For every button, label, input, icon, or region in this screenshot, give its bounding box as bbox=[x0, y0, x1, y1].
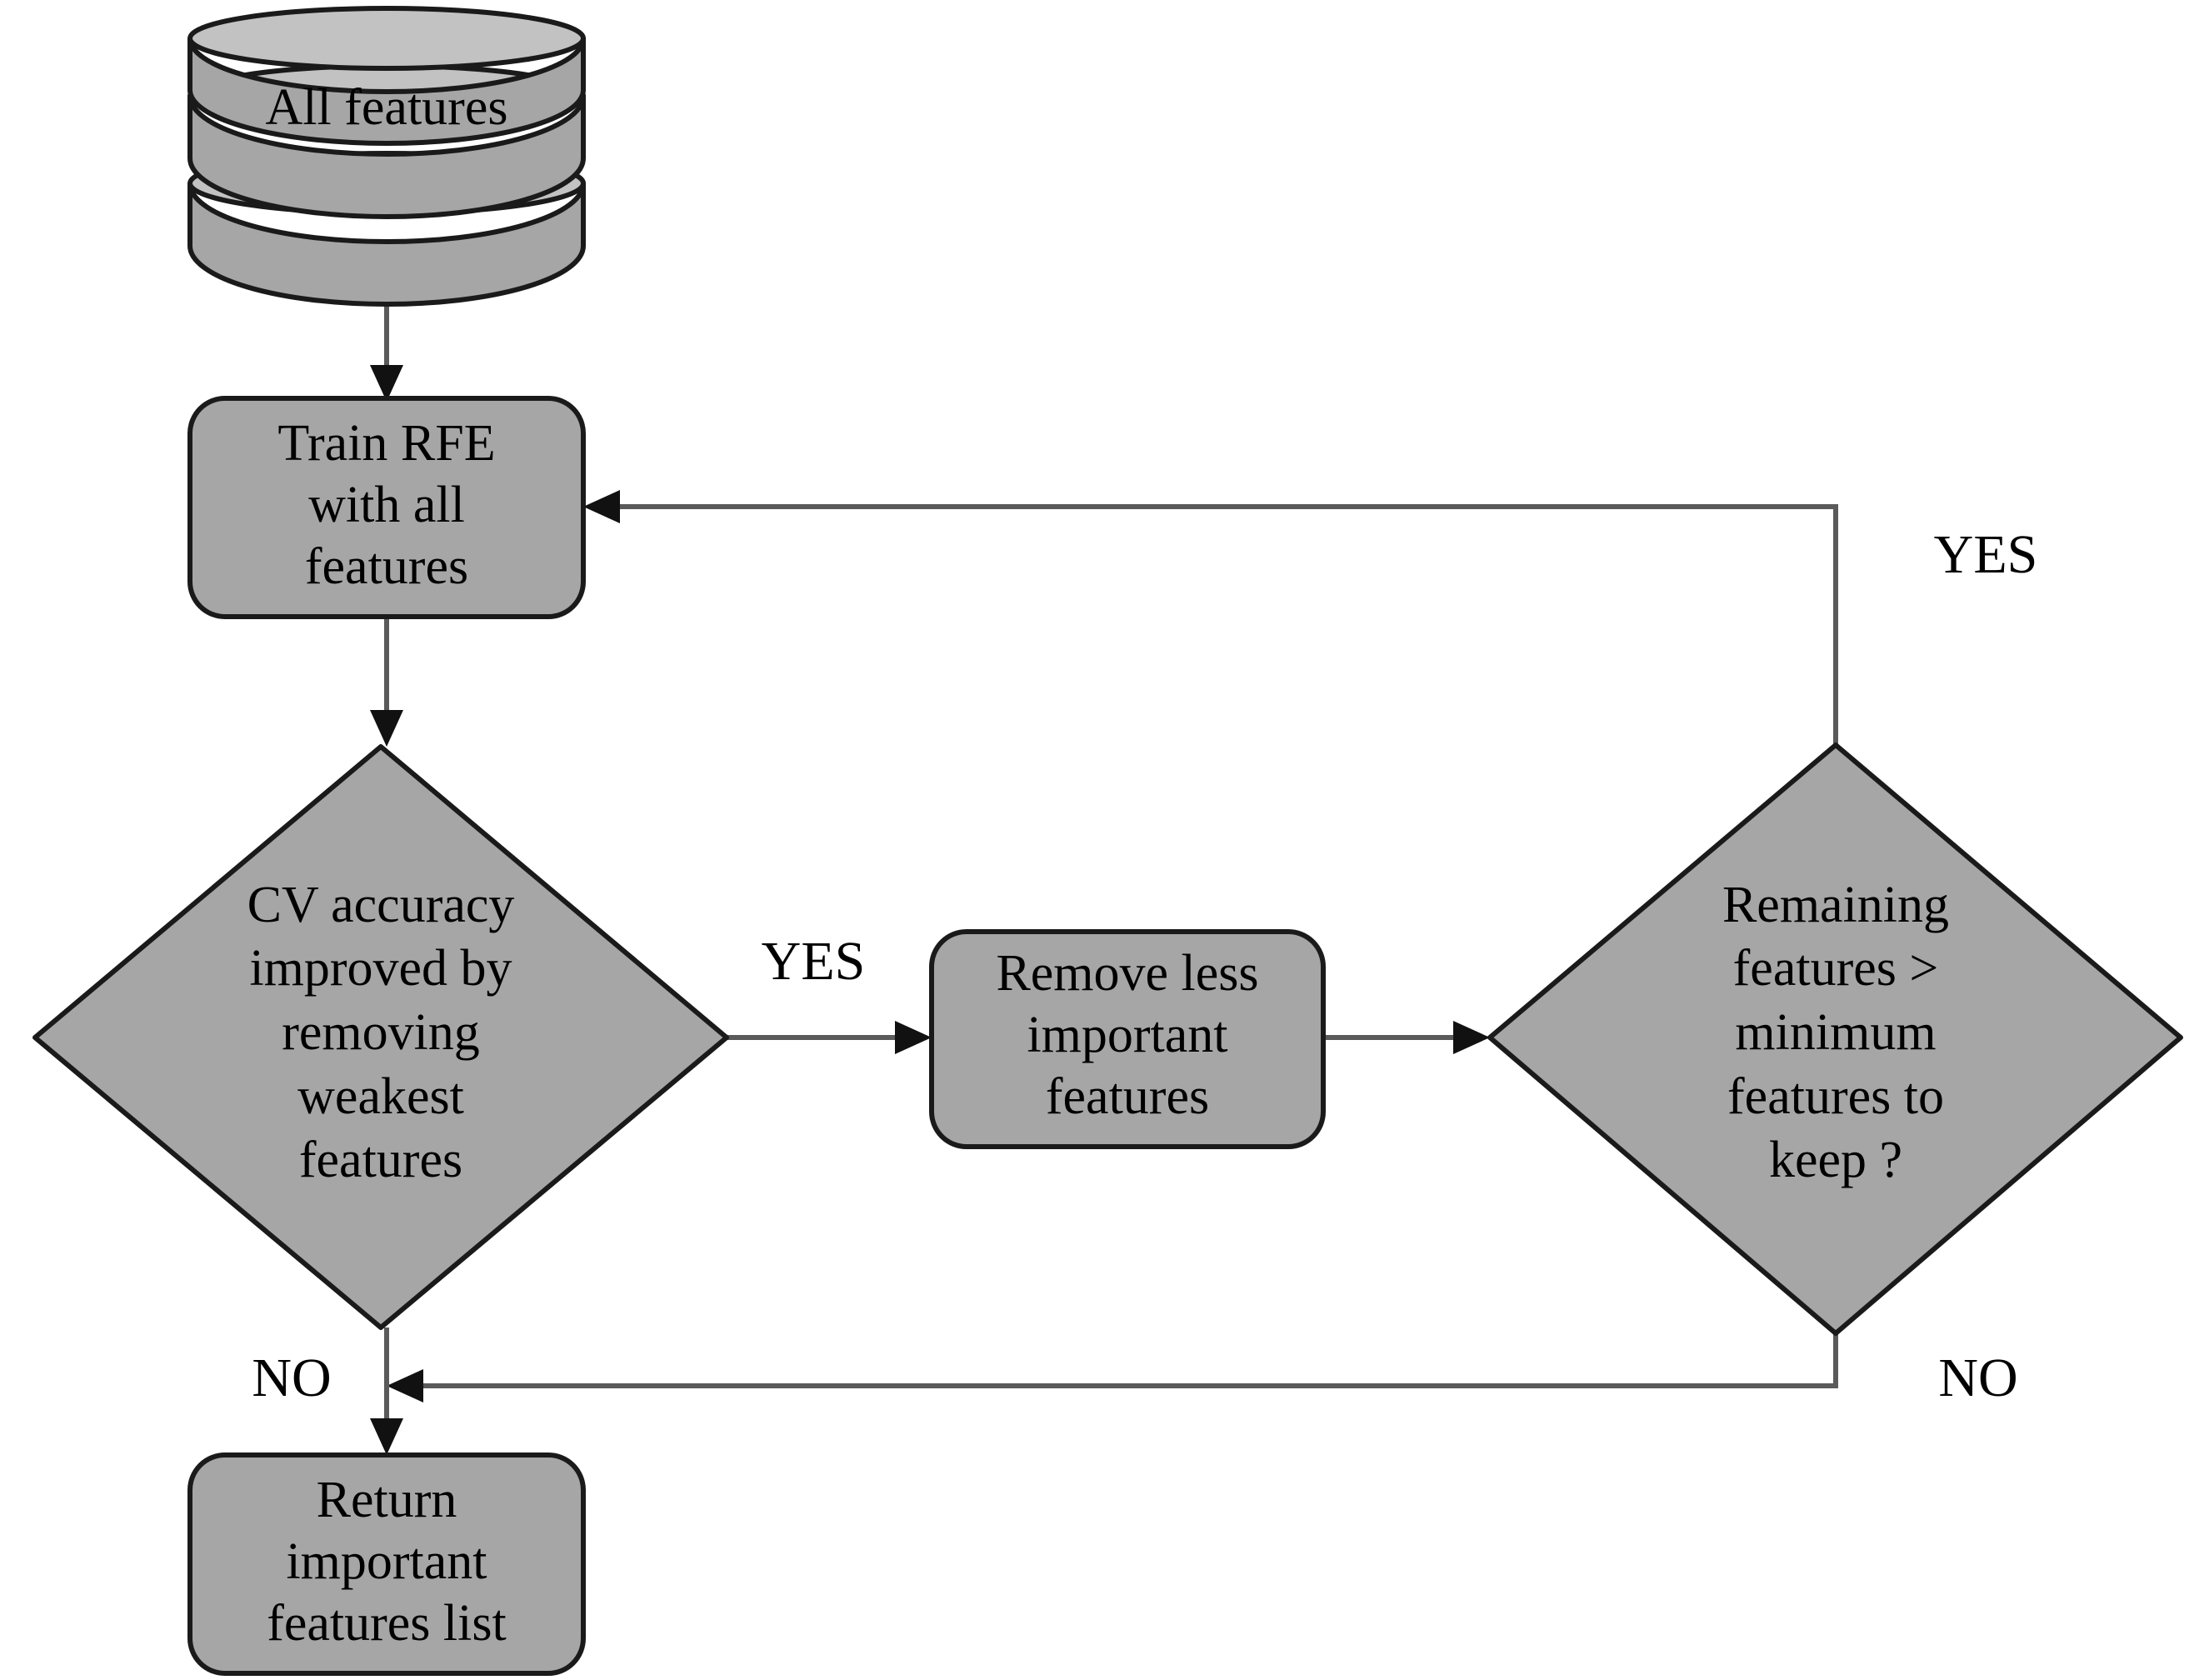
database-disc-middle bbox=[187, 93, 586, 219]
node-remaining-line-2: features > bbox=[1733, 940, 1939, 997]
node-cv-accuracy-line-4: weakest bbox=[297, 1068, 464, 1125]
node-train-rfe-line-1: Train RFE bbox=[277, 415, 495, 472]
edge-line bbox=[402, 1333, 1838, 1388]
node-cv-accuracy-line-5: features bbox=[299, 1132, 462, 1188]
node-train-rfe-line-3: features bbox=[305, 538, 468, 595]
edge-label-yes-right-loop: YES bbox=[1934, 524, 2038, 585]
edge-label-no-left: NO bbox=[252, 1348, 331, 1408]
arrow-head-down-icon bbox=[370, 1418, 403, 1455]
edge-cv-accuracy-to-return-no bbox=[370, 1328, 403, 1455]
edge-label-yes-middle: YES bbox=[762, 931, 866, 992]
edge-remove-to-remaining-features bbox=[1323, 1021, 1490, 1054]
arrow-head-down-icon bbox=[370, 710, 403, 747]
node-cv-accuracy-line-1: CV accuracy bbox=[247, 877, 515, 933]
node-remove-line-2: important bbox=[1027, 1007, 1227, 1063]
node-remaining-features[interactable]: Remaining features > minimum features to… bbox=[1487, 742, 2183, 1336]
node-train-rfe[interactable]: Train RFE with all features bbox=[187, 396, 586, 619]
node-remove-less-important-box bbox=[929, 929, 1326, 1149]
node-return-line-2: important bbox=[286, 1533, 487, 1590]
node-return-line-1: Return bbox=[317, 1472, 457, 1528]
arrow-head-down-icon bbox=[370, 365, 403, 402]
edge-remaining-features-to-return-no bbox=[387, 1333, 1838, 1402]
database-disc-top-top-icon bbox=[187, 6, 586, 71]
node-remaining-features-diamond bbox=[1487, 742, 2183, 1336]
edge-remaining-features-to-train-rfe-yes bbox=[583, 490, 1838, 745]
node-cv-accuracy[interactable]: CV accuracy improved by removing weakest… bbox=[32, 744, 729, 1330]
node-all-features[interactable]: All features bbox=[187, 6, 586, 307]
node-cv-accuracy-line-2: improved by bbox=[249, 940, 512, 997]
node-all-features-label: All features bbox=[266, 79, 508, 136]
arrow-head-right-icon bbox=[895, 1021, 932, 1054]
node-remove-less-important[interactable]: Remove less important features bbox=[929, 929, 1326, 1149]
node-remove-line-3: features bbox=[1046, 1068, 1209, 1125]
node-return-list-box bbox=[187, 1452, 586, 1676]
node-train-rfe-line-2: with all bbox=[308, 477, 465, 533]
database-disc-top bbox=[187, 36, 586, 146]
node-train-rfe-box bbox=[187, 396, 586, 619]
arrow-head-left-icon bbox=[583, 490, 620, 523]
node-cv-accuracy-line-3: removing bbox=[282, 1004, 480, 1061]
edge-line bbox=[598, 504, 1838, 745]
node-remaining-line-4: features to bbox=[1727, 1068, 1944, 1125]
node-cv-accuracy-diamond bbox=[32, 744, 729, 1330]
edge-cv-accuracy-to-remove-yes bbox=[727, 1021, 932, 1054]
node-remaining-line-1: Remaining bbox=[1722, 877, 1949, 933]
edge-train-rfe-to-cv-accuracy bbox=[370, 617, 403, 747]
edge-label-no-right: NO bbox=[1938, 1348, 2017, 1408]
node-remove-line-1: Remove less bbox=[996, 945, 1258, 1002]
arrow-head-right-icon bbox=[1453, 1021, 1490, 1054]
node-remaining-line-5: keep ? bbox=[1769, 1132, 1902, 1188]
node-return-list[interactable]: Return important features list bbox=[187, 1452, 586, 1676]
database-disc-bottom bbox=[187, 181, 586, 307]
arrow-head-left-icon bbox=[387, 1369, 423, 1402]
node-return-line-3: features list bbox=[267, 1595, 507, 1652]
node-remaining-line-3: minimum bbox=[1735, 1004, 1936, 1061]
